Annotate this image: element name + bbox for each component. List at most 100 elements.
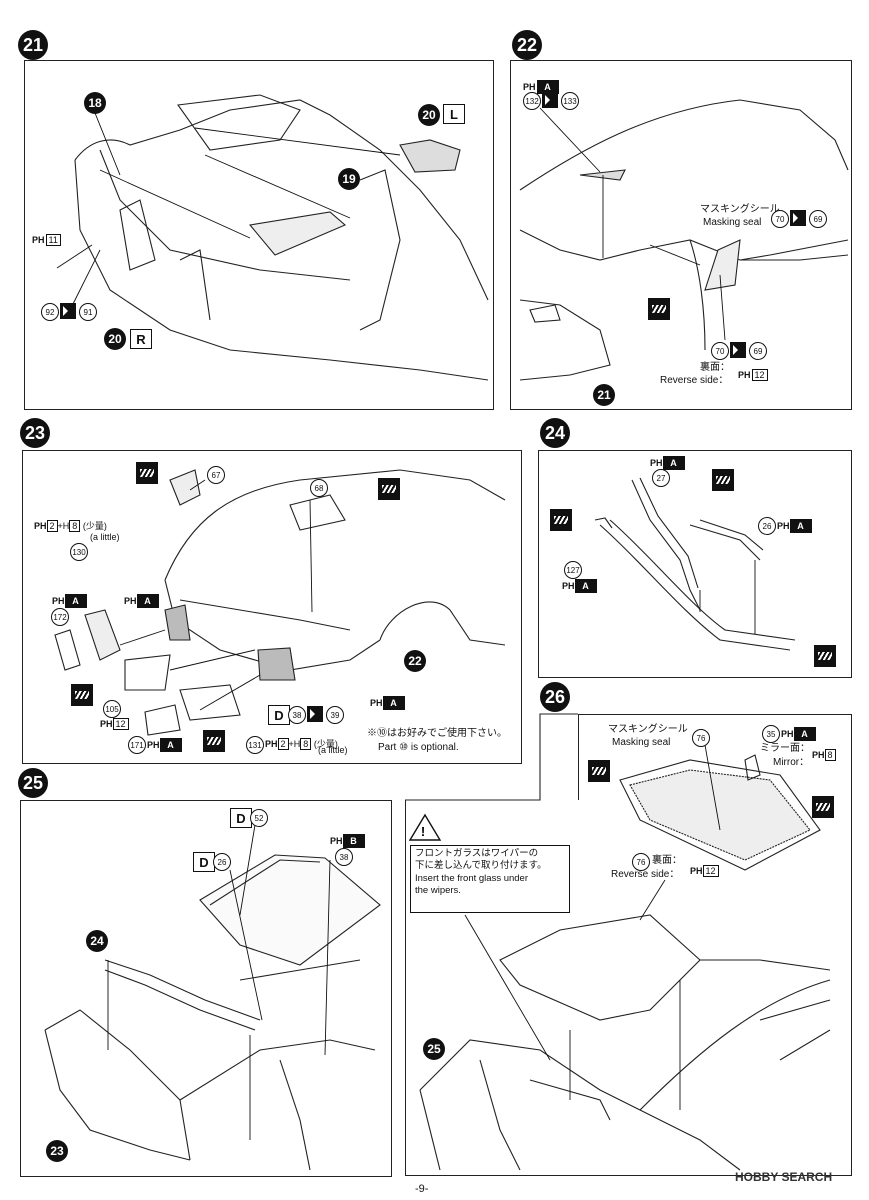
- part-39-label: 39: [326, 706, 344, 724]
- part-70-label-b: 70: [711, 342, 729, 360]
- part-20r-label: 20: [104, 328, 126, 350]
- optional-note-en: Part ⑩ is optional.: [378, 742, 459, 753]
- paint-icon-23c: [71, 684, 93, 706]
- reverse-side-en-26: Reverse side：: [611, 869, 680, 880]
- part-35-label: 35: [762, 725, 780, 743]
- part-27-label: 27: [652, 469, 670, 487]
- part-21-label: 21: [593, 384, 615, 406]
- part-24-label: 24: [86, 930, 108, 952]
- svg-text:!: !: [421, 824, 425, 839]
- paint-icon-26a: [588, 760, 610, 782]
- watermark: HOBBY SEARCH: [735, 1170, 833, 1184]
- part-76-label-a: 76: [692, 729, 710, 747]
- paint-icon-23a: [136, 462, 158, 484]
- optional-note-jp: ※⑩はお好みでご使用下さい。: [367, 728, 507, 739]
- part-26-label-25: 26: [213, 853, 231, 871]
- decal-cut-icon-23: [307, 706, 323, 722]
- part-23-label: 23: [46, 1140, 68, 1162]
- masking-seal-jp: マスキングシール: [700, 204, 780, 215]
- part-172-label: 172: [51, 608, 69, 626]
- paint-icon-24b: [550, 509, 572, 531]
- left-side-badge: L: [443, 104, 465, 124]
- part-70-label-a: 70: [771, 210, 789, 228]
- part-76-label-b: 76: [632, 853, 650, 871]
- a-little-bottom: (a little): [318, 745, 348, 755]
- paint-icon-23d: [203, 730, 225, 752]
- decal-cut-icon-22c: [730, 342, 746, 358]
- paint-icon-22: [648, 298, 670, 320]
- part-19-label: 19: [338, 168, 360, 190]
- warning-en-line2: the wipers.: [415, 885, 461, 897]
- decal-cut-icon-22b: [790, 210, 806, 226]
- step-22-panel: [510, 60, 852, 410]
- part-38-label: 38: [288, 706, 306, 724]
- a-little-top: (a little): [90, 532, 120, 542]
- part-52-label: 52: [250, 809, 268, 827]
- masking-seal-en-26: Masking seal: [612, 737, 671, 748]
- part-130-label: 130: [70, 543, 88, 561]
- step-23-number: 23: [20, 418, 50, 448]
- warning-note-box: フロントガラスはワイパーの 下に差し込んで取り付けます。 Insert the …: [410, 845, 570, 913]
- warning-jp-line1: フロントガラスはワイパーの: [415, 848, 539, 859]
- paint-icon-24a: [712, 469, 734, 491]
- part-132-label: 132: [523, 92, 541, 110]
- part-18-label: 18: [84, 92, 106, 114]
- part-25-label: 25: [423, 1038, 445, 1060]
- reverse-side-jp-22: 裏面：: [700, 362, 730, 373]
- decal-cut-icon: [60, 303, 76, 319]
- page-number: -9-: [415, 1183, 429, 1195]
- part-22-label: 22: [404, 650, 426, 672]
- step-24-number: 24: [540, 418, 570, 448]
- part-69-label-a: 69: [809, 210, 827, 228]
- masking-seal-en: Masking seal: [703, 217, 762, 228]
- step-26-number: 26: [540, 682, 570, 712]
- part-105-label: 105: [103, 700, 121, 718]
- masking-seal-jp-26: マスキングシール: [608, 724, 688, 735]
- part-92-label: 92: [41, 303, 59, 321]
- part-91-label: 91: [79, 303, 97, 321]
- step-22-number: 22: [512, 30, 542, 60]
- step-21-number: 21: [18, 30, 48, 60]
- mirror-jp: ミラー面：: [760, 743, 810, 754]
- warning-en-line1: Insert the front glass under: [415, 872, 529, 884]
- warning-jp-line2: 下に差し込んで取り付けます。: [415, 860, 547, 872]
- decal-cut-icon-22a: [542, 92, 558, 108]
- reverse-side-en-22: Reverse side：: [660, 375, 729, 386]
- paint-icon-26b: [812, 796, 834, 818]
- right-side-badge: R: [130, 329, 152, 349]
- step-24-panel: [538, 450, 852, 678]
- part-38-label-25: 38: [335, 848, 353, 866]
- part-67-label: 67: [207, 466, 225, 484]
- runner-d-badge-25a: D: [230, 808, 252, 828]
- part-127-label: 127: [564, 561, 582, 579]
- part-131-label: 131: [246, 736, 264, 754]
- part-68-label: 68: [310, 479, 328, 497]
- part-26-label-24: 26: [758, 517, 776, 535]
- paint-icon-23b: [378, 478, 400, 500]
- part-20l-label: 20: [418, 104, 440, 126]
- part-69-label-b: 69: [749, 342, 767, 360]
- paint-icon-24c: [814, 645, 836, 667]
- part-133-label: 133: [561, 92, 579, 110]
